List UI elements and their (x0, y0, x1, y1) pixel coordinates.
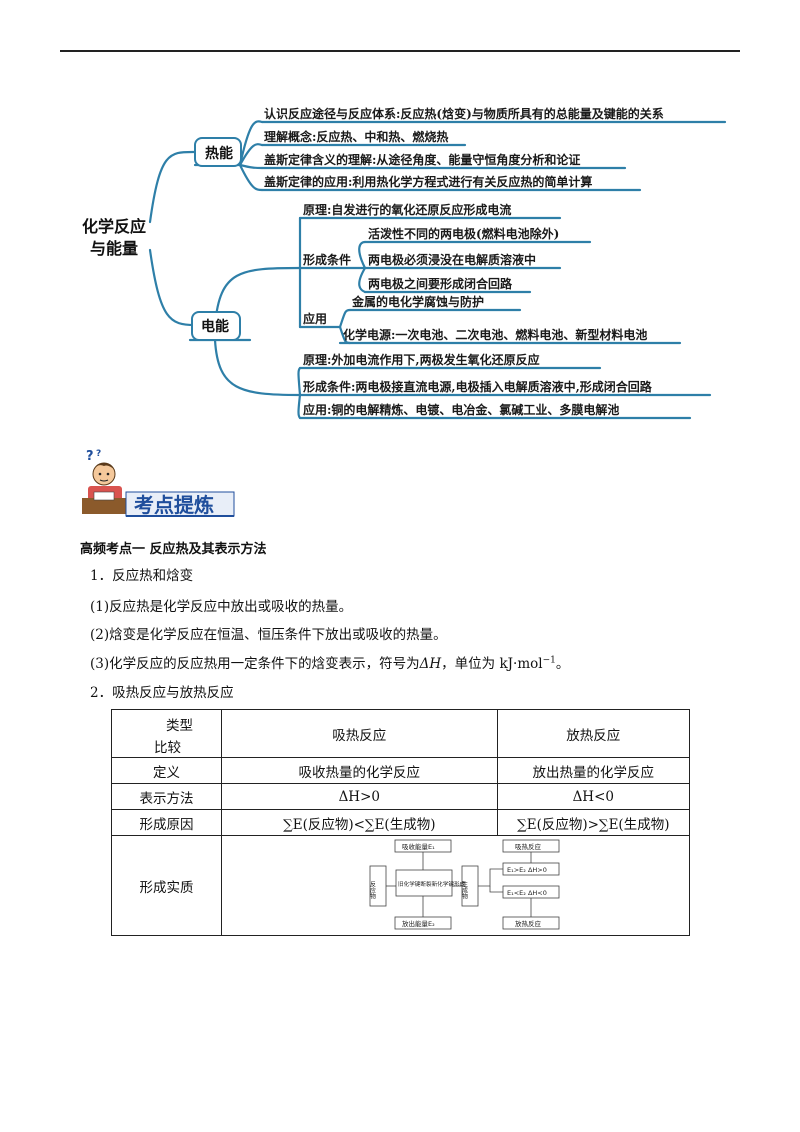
svg-text:?: ? (86, 449, 94, 464)
battery-condition-2: 两电极必须浸没在电解质溶液中 (368, 252, 536, 267)
kaodian-banner: ? ? 考点提炼 (82, 449, 235, 517)
thermal-item-3: 盖斯定律含义的理解:从途径角度、能量守恒角度分析和论证 (264, 152, 580, 167)
diagram-endo-label: 吸热反应 (515, 842, 542, 851)
heading-2: 2．吸热反应与放热反应 (90, 685, 234, 701)
paragraph-3-lead: (3)化学反应的反应热用一定条件下的焓变表示，符号为 (90, 656, 420, 672)
paragraph-1: (1)反应热是化学反应中放出或吸收的热量。 (90, 599, 353, 615)
header-exothermic: 放热反应 (496, 709, 691, 758)
electric-node-box (191, 311, 241, 341)
section-title: 高频考点一 反应热及其表示方法 (80, 542, 267, 557)
mindmap-root-line1: 化学反应 (82, 217, 146, 236)
energy-flow-diagram: 吸收能量E₁ 反应物 旧化学键断裂新化学键形成 生成物 放出能量E₂ 吸热反应 … (369, 839, 560, 930)
paragraph-2: (2)焓变是化学反应在恒温、恒压条件下放出或吸收的热量。 (90, 627, 447, 643)
diagram-reactants: 反应物 (369, 880, 376, 900)
exothermic-notation: ΔH<0 (496, 783, 691, 810)
table-row: 形成实质 (111, 835, 690, 936)
exothermic-definition: 放出热量的化学反应 (496, 757, 691, 784)
diagram-exo-label: 放热反应 (515, 919, 542, 928)
essence-diagram-cell: 吸收能量E₁ 反应物 旧化学键断裂新化学键形成 生成物 放出能量E₂ 吸热反应 … (221, 835, 690, 936)
battery-apps-label: 应用 (303, 311, 327, 326)
unit-exponent: −1 (542, 655, 556, 666)
diagram-endo-condition: E₁>E₂ ΔH>0 (507, 866, 547, 874)
battery-condition-1: 活泼性不同的两电极(燃料电池除外) (368, 226, 559, 241)
banner-title: 考点提炼 (134, 493, 214, 517)
svg-text:?: ? (96, 449, 101, 459)
battery-conditions-label: 形成条件 (303, 252, 351, 267)
table-corner-cell: 类型 比较 (111, 709, 222, 758)
comparison-table: 类型 比较 吸热反应 放热反应 定义 吸收热量的化学反应 放出热量的化学反应 表… (111, 709, 691, 936)
diagram-release: 放出能量E₂ (402, 919, 435, 928)
thermal-item-2: 理解概念:反应热、中和热、燃烧热 (264, 129, 448, 144)
electrolysis-conditions: 形成条件:两电极接直流电源,电极插入电解质溶液中,形成闭合回路 (303, 379, 653, 394)
header-endothermic: 吸热反应 (221, 709, 498, 758)
diagram-exo-condition: E₁<E₂ ΔH<0 (507, 889, 547, 897)
mindmap-root-line2: 与能量 (90, 239, 138, 258)
endothermic-definition: 吸收热量的化学反应 (221, 757, 498, 784)
battery-condition-3: 两电极之间要形成闭合回路 (368, 276, 513, 291)
endothermic-notation: ΔH>0 (221, 783, 498, 810)
table-row: 定义 吸收热量的化学反应 放出热量的化学反应 (111, 757, 691, 784)
corner-type: 类型 (166, 718, 193, 734)
diagram-products: 生成物 (461, 880, 468, 900)
diagram-absorb: 吸收能量E₁ (402, 842, 435, 851)
battery-app-1: 金属的电化学腐蚀与防护 (351, 294, 484, 309)
row-label-cause: 形成原因 (111, 809, 222, 836)
diagram-bond-change: 旧化学键断裂新化学键形成 (398, 880, 466, 888)
corner-compare: 比较 (154, 740, 181, 756)
electric-node-label: 电能 (201, 318, 229, 335)
heading-1: 1．反应热和焓变 (90, 568, 194, 584)
table-header-row: 类型 比较 吸热反应 放热反应 (111, 709, 691, 758)
battery-app-2: 化学电源:一次电池、二次电池、燃料电池、新型材料电池 (343, 327, 647, 342)
delta-h-symbol: ΔH (419, 656, 442, 672)
endothermic-cause: ∑E(反应物)<∑E(生成物) (221, 809, 498, 836)
electrolysis-application: 应用:铜的电解精炼、电镀、电冶金、氯碱工业、多膜电解池 (303, 402, 619, 417)
thermal-item-4: 盖斯定律的应用:利用热化学方程式进行有关反应热的简单计算 (264, 174, 592, 189)
paragraph-3-end: 。 (555, 656, 570, 672)
thermal-node-box (194, 137, 242, 167)
battery-principle: 原理:自发进行的氧化还原反应形成电流 (303, 202, 511, 217)
mind-map: 化学反应 与能量 热能 电能 认识反应途径与反应体系:反应热(焓变)与物质所具有… (82, 106, 727, 420)
table-row: 表示方法 ΔH>0 ΔH<0 (111, 783, 691, 810)
thermal-item-1: 认识反应途径与反应体系:反应热(焓变)与物质所具有的总能量及键能的关系 (264, 106, 664, 121)
paragraph-3: (3)化学反应的反应热用一定条件下的焓变表示，符号为ΔH，单位为 kJ·mol−… (90, 652, 570, 673)
paragraph-3-unit: ，单位为 kJ·mol (441, 656, 543, 672)
exothermic-cause: ∑E(反应物)>∑E(生成物) (496, 809, 691, 836)
row-label-essence: 形成实质 (111, 835, 222, 936)
header-rule (60, 50, 740, 52)
table-row: 形成原因 ∑E(反应物)<∑E(生成物) ∑E(反应物)>∑E(生成物) (111, 809, 691, 836)
student-cartoon-icon: ? ? (82, 449, 130, 514)
electrolysis-principle: 原理:外加电流作用下,两极发生氧化还原反应 (303, 352, 540, 367)
thermal-node-label: 热能 (205, 145, 233, 162)
row-label-notation: 表示方法 (111, 783, 222, 810)
row-label-definition: 定义 (111, 757, 222, 784)
